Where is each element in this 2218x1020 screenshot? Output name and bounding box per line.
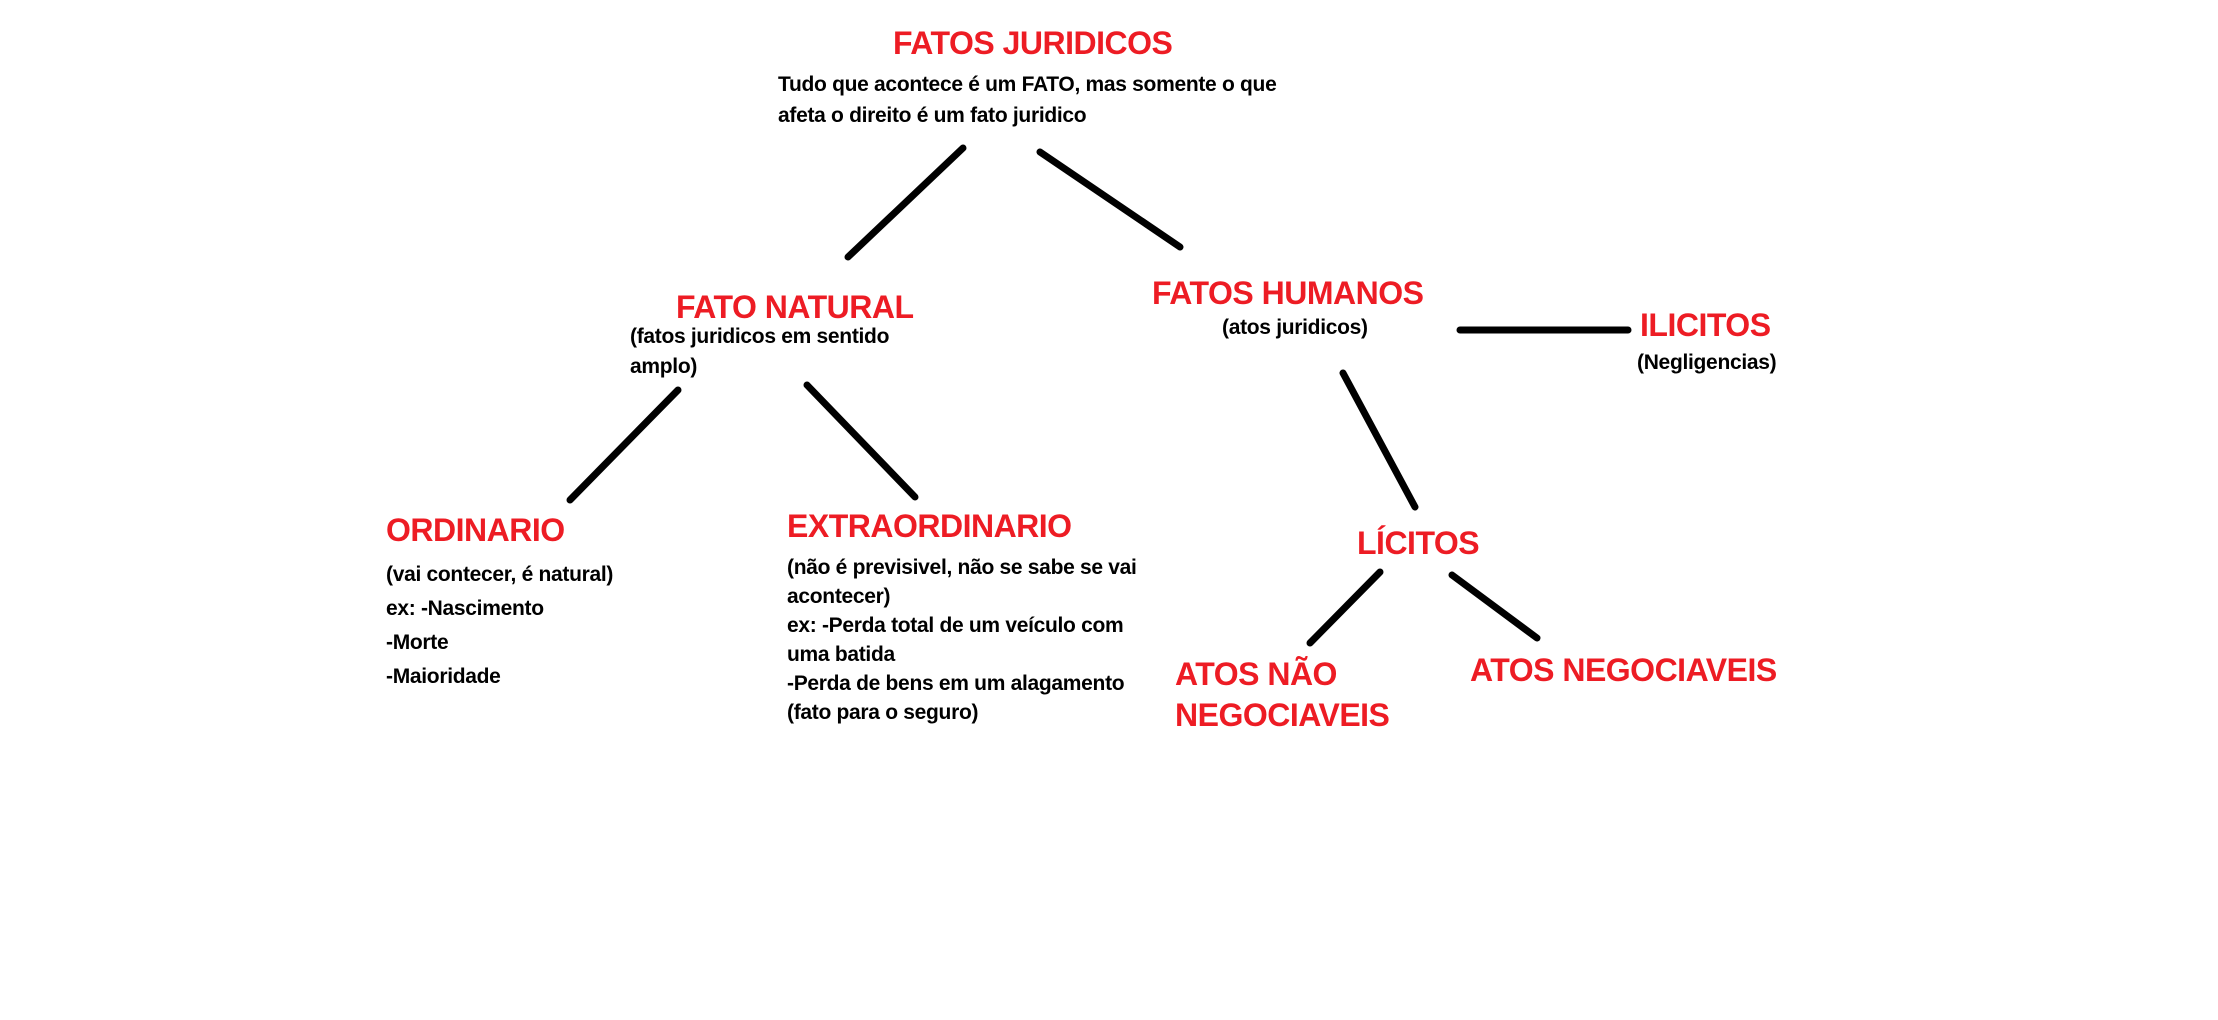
node-extraordinario-title: EXTRAORDINARIO [787,508,1072,544]
description-line: (fatos juridicos em sentido [630,325,890,348]
node-extraordinario-description: (não é previsivel, não se sabe se vai ac… [787,553,1137,727]
description-line: Tudo que acontece é um FATO, mas somente… [778,73,1277,96]
node-ilicitos-title: ILICITOS [1640,307,1771,343]
description-line: ex: -Perda total de um veículo com [787,614,1124,637]
description-line: (não é previsivel, não se sabe se vai [787,556,1137,579]
node-atos-nao-negociaveis-title: ATOS NÃO NEGOCIAVEIS [1175,654,1390,736]
description-line: (vai contecer, é natural) [386,563,614,586]
node-fatos-humanos-title: FATOS HUMANOS [1152,275,1424,311]
description-line: afeta o direito é um fato juridico [778,104,1087,127]
node-fatos-juridicos-description: Tudo que acontece é um FATO, mas somente… [778,69,1277,131]
edge-humanos-to-licitos [1339,369,1419,511]
edge-juridicos-to-humanos [1036,148,1184,251]
node-licitos-title: LÍCITOS [1357,525,1480,561]
title-line: ATOS NÃO [1175,656,1337,692]
description-line: -Maioridade [386,665,501,688]
edge-licitos-to-atos-nao-negociaveis [1306,568,1384,647]
edge-juridicos-to-natural [844,144,967,261]
title-line: NEGOCIAVEIS [1175,697,1390,733]
node-atos-negociaveis-title: ATOS NEGOCIAVEIS [1470,652,1777,688]
description-line: acontecer) [787,585,891,608]
node-fato-natural-title: FATO NATURAL [676,289,914,325]
description-line: ex: -Nascimento [386,597,544,620]
description-line: (atos juridicos) [1222,316,1368,339]
edge-licitos-to-atos-negociaveis [1448,571,1541,642]
description-line: amplo) [630,355,698,378]
description-line: (fato para o seguro) [787,701,979,724]
description-line: -Morte [386,631,449,654]
node-fato-natural-description: (fatos juridicos em sentido amplo) [630,322,889,382]
node-ordinario-title: ORDINARIO [386,512,565,548]
description-line: (Negligencias) [1637,351,1777,374]
description-line: -Perda de bens em um alagamento [787,672,1125,695]
node-ordinario-description: (vai contecer, é natural) ex: -Nasciment… [386,558,613,694]
node-ilicitos-description: (Negligencias) [1637,347,1777,378]
node-fatos-humanos-description: (atos juridicos) [1222,312,1368,343]
edge-natural-to-ordinario [566,386,682,504]
node-fatos-juridicos-title: FATOS JURIDICOS [893,25,1173,61]
description-line: uma batida [787,643,895,666]
edge-natural-to-extraordinario [803,381,919,501]
